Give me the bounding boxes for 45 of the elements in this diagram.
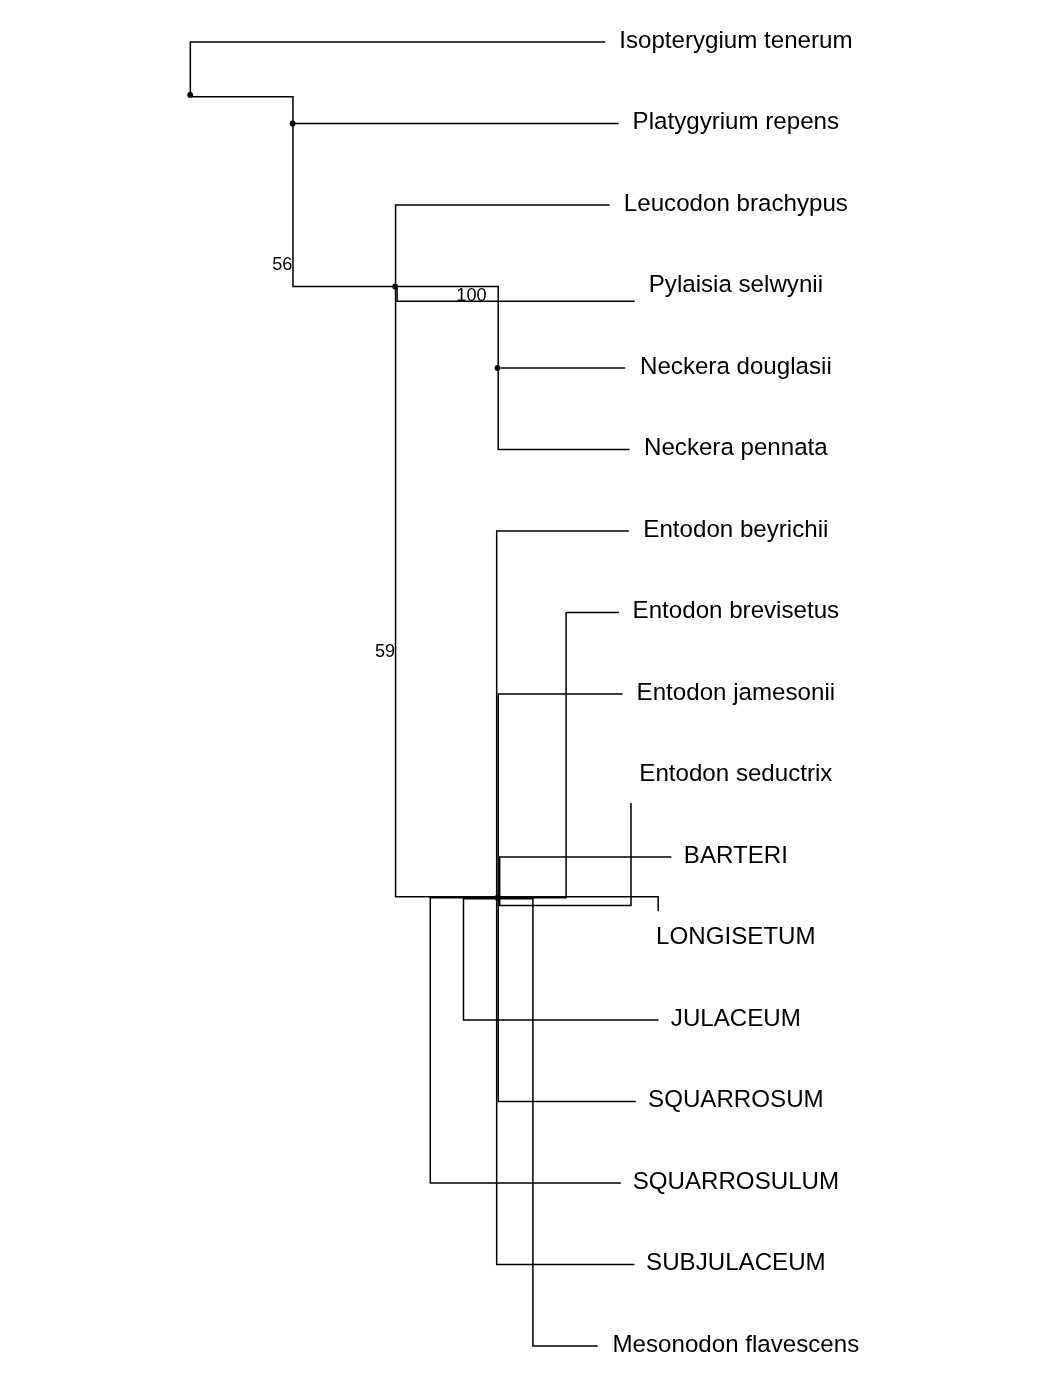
node-text: Mesonodon flavescens (612, 1329, 859, 1357)
node-point (289, 120, 296, 127)
node-text: JULACEUM (670, 1003, 801, 1031)
connector (496, 899, 636, 1103)
connector (189, 41, 606, 94)
connector (496, 370, 630, 451)
node-text: Leucodon brachypus (623, 188, 848, 216)
node-text: Neckera douglasii (639, 351, 832, 379)
node-point (494, 894, 500, 901)
connector (498, 611, 620, 899)
connector (394, 204, 610, 285)
connector (394, 288, 496, 898)
node-text: SQUARROSUM (647, 1085, 824, 1113)
node-point (391, 283, 398, 290)
edge-label: 59 (374, 640, 395, 661)
node-point (494, 365, 500, 371)
connector (498, 856, 672, 899)
connector (293, 122, 619, 125)
connector (495, 899, 635, 1266)
edge-label: 56 (271, 254, 292, 275)
node-text: SUBJULACEUM (645, 1248, 826, 1276)
node-text: SQUARROSULUM (632, 1166, 839, 1194)
node-text: Entodon seductrix (638, 759, 832, 787)
node-text: Isopterygium tenerum (618, 25, 853, 53)
connector (291, 125, 393, 288)
connector (496, 693, 623, 897)
connector (395, 287, 635, 302)
node-text: Pylaisia selwynii (648, 270, 823, 298)
node-text: LONGISETUM (655, 922, 816, 950)
connector (498, 898, 598, 1347)
connector (190, 95, 294, 122)
node-text: BARTERI (683, 840, 788, 868)
edge-label: 100 (455, 285, 487, 306)
node-text: Neckera pennata (643, 433, 828, 461)
connector (495, 530, 630, 897)
node-text: Entodon jamesonii (636, 677, 835, 705)
node-point (186, 91, 193, 98)
node-text: Platygyrium repens (632, 107, 839, 135)
connector (498, 367, 626, 369)
node-text: Entodon brevisetus (632, 596, 839, 624)
node-text: Entodon beyrichii (642, 514, 828, 542)
connector (396, 285, 499, 367)
connector (462, 898, 659, 1021)
connector (498, 802, 632, 907)
connector (498, 895, 659, 913)
